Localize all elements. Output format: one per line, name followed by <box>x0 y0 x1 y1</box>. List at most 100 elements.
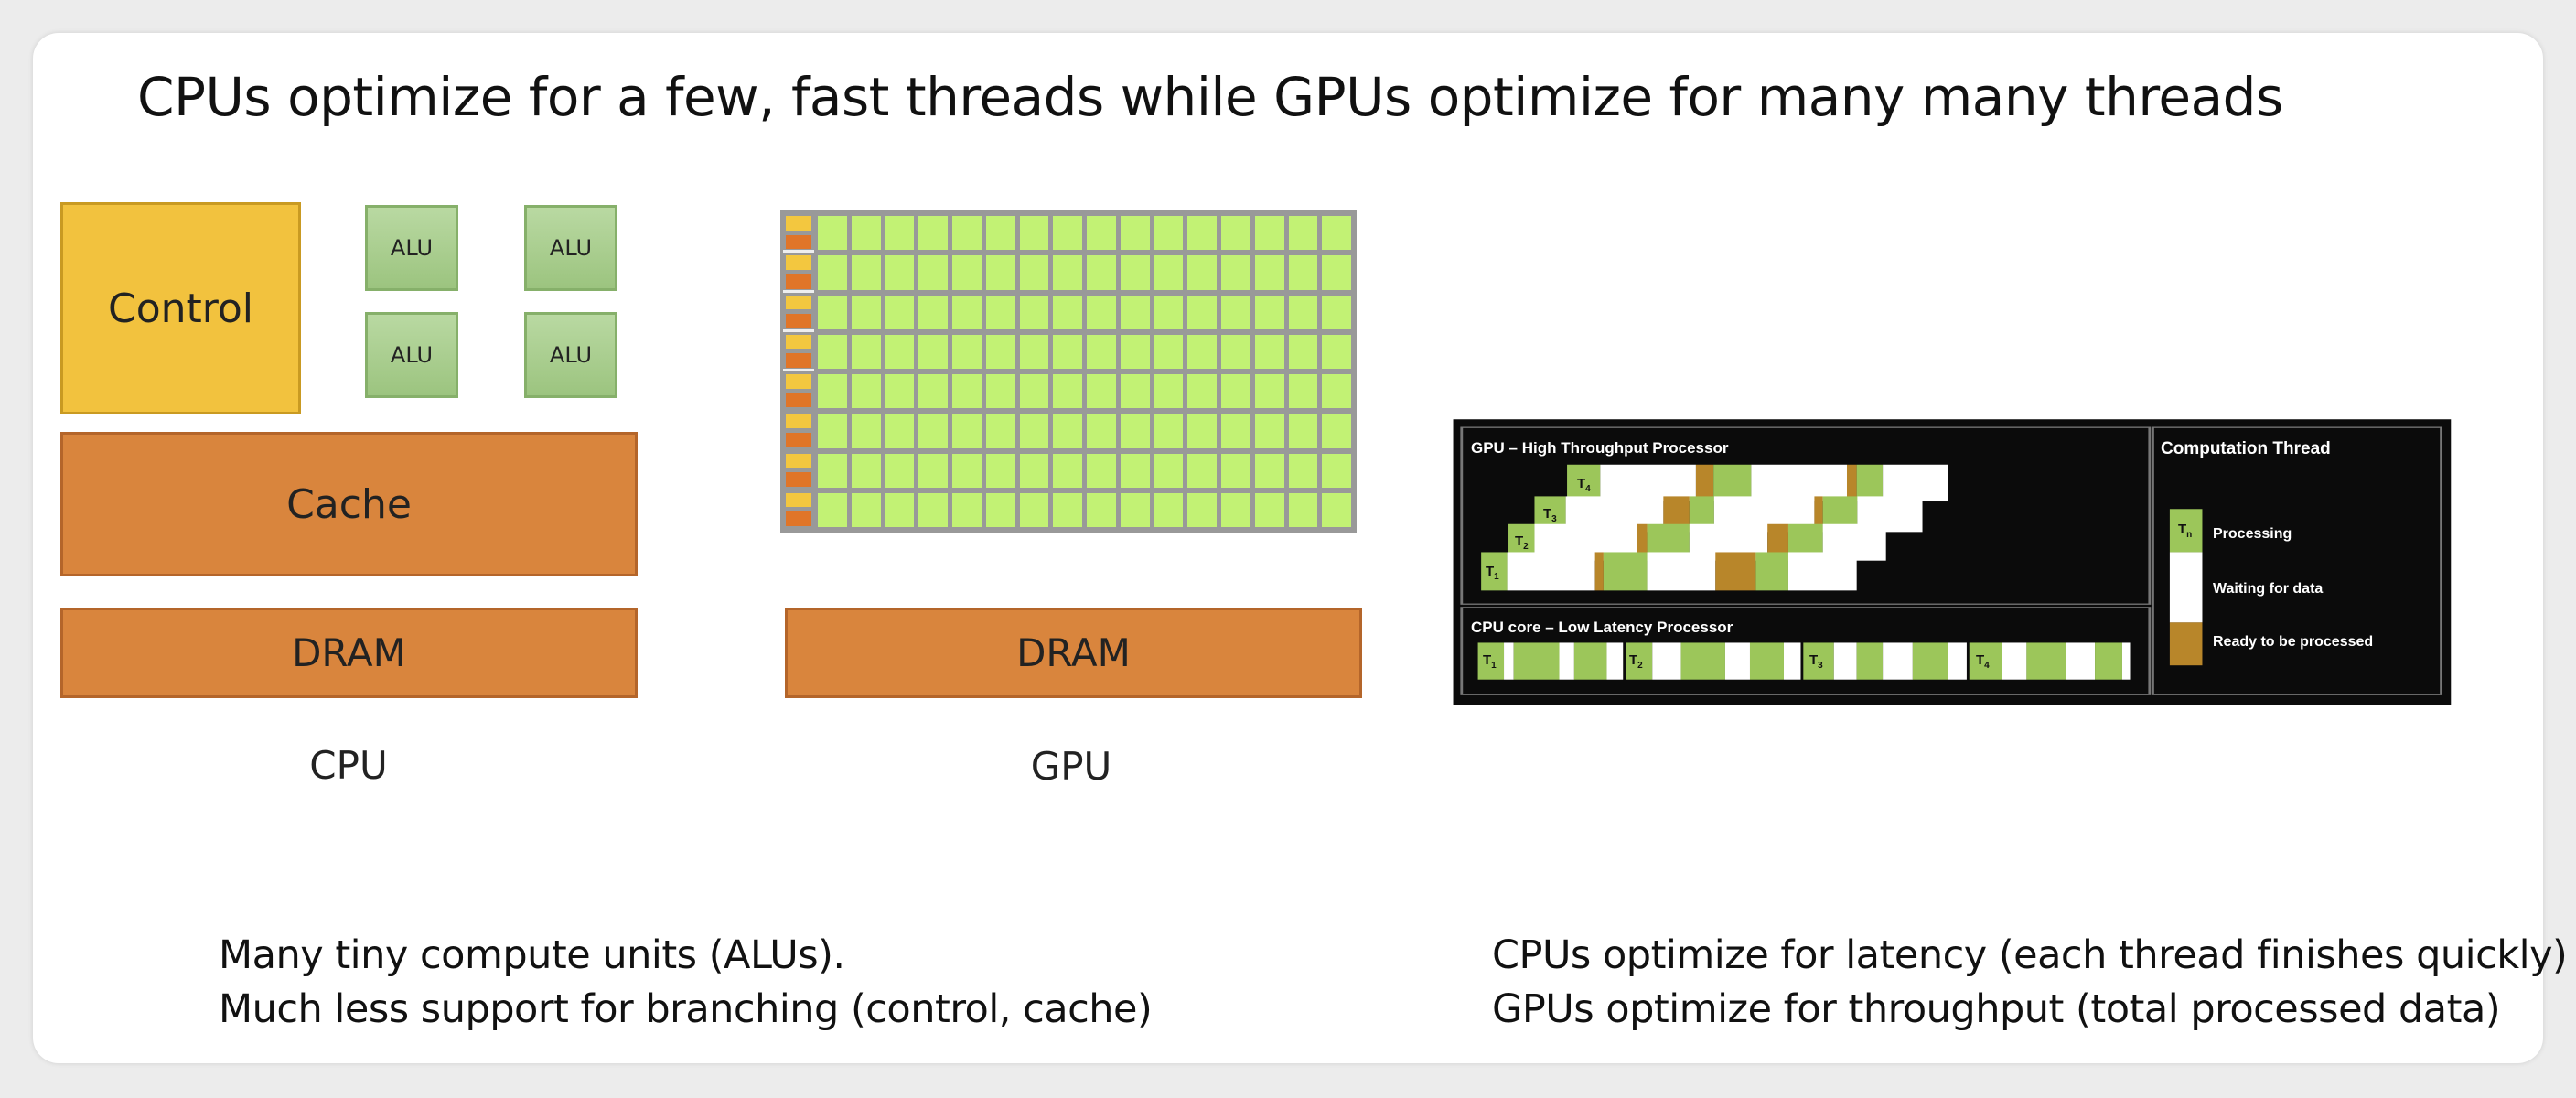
cpu-thread-segment <box>1573 642 1607 680</box>
cpu-cache-block: Cache <box>60 432 638 576</box>
note-line: Many tiny compute units (ALUs). <box>219 932 845 978</box>
cpu-alu: ALU <box>365 312 458 398</box>
gpu-alu-cell <box>1087 414 1116 448</box>
gpu-alu-cell <box>952 414 982 448</box>
cpu-label: CPU <box>309 743 388 788</box>
gpu-alu-cell <box>1120 453 1150 488</box>
gpu-alu-cell <box>1254 255 1284 290</box>
gpu-alu-cell <box>1154 216 1184 251</box>
cpu-thread-segment <box>1856 642 1884 680</box>
gpu-alu-cell <box>918 255 948 290</box>
gpu-alu-cell <box>952 255 982 290</box>
cpu-thread-segment <box>1803 642 1834 680</box>
gpu-alu-cell <box>885 414 915 448</box>
gpu-alu-cell <box>1120 374 1150 409</box>
cpu-thread-segment <box>1652 642 1681 680</box>
cpu-thread-segment <box>1477 642 1505 680</box>
gpu-alu-cell <box>1019 414 1049 448</box>
gpu-alu-cell <box>1053 414 1082 448</box>
note-line: CPUs optimize for latency (each thread f… <box>1492 932 2568 978</box>
gpu-alu-cell <box>1187 255 1217 290</box>
gpu-alu-cell <box>851 255 881 290</box>
gpu-thread-4-segment <box>1856 464 1884 502</box>
gpu-alu-cell <box>1254 414 1284 448</box>
cpu-thread-segment <box>1948 642 1967 680</box>
gpu-alu-cell <box>818 216 847 251</box>
row-separator <box>783 250 814 253</box>
gpu-alu-cell <box>1019 255 1049 290</box>
left-notes: Many tiny compute units (ALUs). Much les… <box>219 929 1153 1037</box>
gpu-thread-1-segment <box>1787 552 1857 591</box>
gpu-alu-cell <box>885 216 915 251</box>
gpu-alu-cell <box>1087 334 1116 369</box>
gpu-alu-cell <box>1221 453 1250 488</box>
legend-ready-swatch <box>2169 622 2203 666</box>
thread-timing-diagram: GPU – High Throughput Processor CPU core… <box>1453 419 2452 705</box>
gpu-control-unit <box>786 255 811 270</box>
gpu-alu-cell <box>1154 295 1184 329</box>
cpu-thread-segment <box>1783 642 1801 680</box>
gpu-cache-unit <box>786 393 811 408</box>
gpu-alu-cell <box>1322 295 1351 329</box>
gpu-alu-cell <box>985 334 1015 369</box>
gpu-alu-cell <box>1322 453 1351 488</box>
row-separator <box>783 369 814 371</box>
cpu-dram-block: DRAM <box>60 608 638 698</box>
row-separator <box>783 328 814 332</box>
note-line: Much less support for branching (control… <box>219 986 1153 1032</box>
gpu-alu-cell <box>1322 492 1351 527</box>
gpu-alu-cell <box>1019 334 1049 369</box>
gpu-alu-cell <box>1120 255 1150 290</box>
cpu-thread-segment <box>1513 642 1560 680</box>
gpu-alu-cell <box>1187 492 1217 527</box>
cpu-thread-segment <box>2066 642 2096 680</box>
gpu-thread-4-segment <box>1883 464 1948 502</box>
gpu-alu-cell <box>1087 295 1116 329</box>
gpu-control-unit <box>786 334 811 350</box>
gpu-alu-cell <box>1120 414 1150 448</box>
gpu-alu-cell <box>1187 414 1217 448</box>
gpu-alu-cell <box>1187 334 1217 369</box>
gpu-panel <box>1460 426 2152 605</box>
gpu-alu-cell <box>918 295 948 329</box>
gpu-alu-cell <box>1154 492 1184 527</box>
gpu-alu-cell <box>1154 255 1184 290</box>
cpu-thread-segment <box>2121 642 2131 680</box>
gpu-alu-cell <box>1187 216 1217 251</box>
gpu-cache-unit <box>786 274 811 289</box>
gpu-thread-1-segment <box>1594 552 1604 591</box>
gpu-thread-1-segment <box>1481 552 1508 591</box>
gpu-alu-cell <box>918 334 948 369</box>
legend-waiting: Waiting for data <box>2213 581 2323 597</box>
gpu-thread-1-segment <box>1507 552 1595 591</box>
gpu-alu-cell <box>851 216 881 251</box>
gpu-alu-cell <box>885 295 915 329</box>
gpu-alu-cell <box>1154 414 1184 448</box>
gpu-alu-cell <box>818 255 847 290</box>
gpu-alu-cell <box>952 216 982 251</box>
legend-waiting-swatch <box>2169 552 2203 623</box>
gpu-cache-unit <box>786 314 811 328</box>
legend-title: Computation Thread <box>2161 439 2331 458</box>
gpu-alu-cell <box>1221 295 1250 329</box>
gpu-alu-cell <box>1154 374 1184 409</box>
gpu-alu-cell <box>952 453 982 488</box>
legend-processing-swatch <box>2169 509 2203 553</box>
gpu-thread-3-segment <box>1814 496 1823 533</box>
gpu-alu-cell <box>952 492 982 527</box>
cpu-alu: ALU <box>365 205 458 291</box>
gpu-thread-1-segment <box>1647 552 1716 591</box>
gpu-alu-cell <box>885 334 915 369</box>
cpu-alu: ALU <box>524 205 617 291</box>
gpu-alu-cell <box>1322 334 1351 369</box>
gpu-alu-cell <box>1053 492 1082 527</box>
cpu-thread-segment <box>1883 642 1913 680</box>
gpu-alu-cell <box>851 374 881 409</box>
gpu-label: GPU <box>1030 744 1112 789</box>
gpu-thread-4-segment <box>1600 464 1696 502</box>
cpu-alu: ALU <box>524 312 617 398</box>
gpu-thread-4-segment <box>1846 464 1857 502</box>
gpu-alu-cell <box>851 295 881 329</box>
gpu-cache-unit <box>786 234 811 250</box>
gpu-alu-cell <box>985 255 1015 290</box>
